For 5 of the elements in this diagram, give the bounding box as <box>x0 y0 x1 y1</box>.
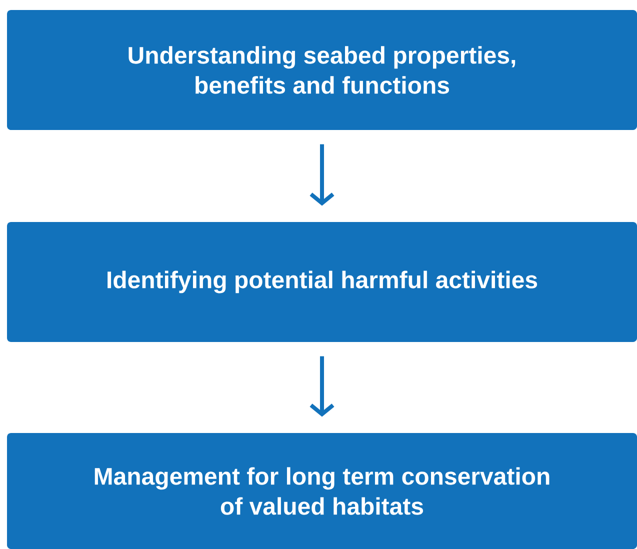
arrow <box>310 144 334 206</box>
process-box: Understanding seabed properties, benefits and functions <box>7 10 637 130</box>
process-box: Management for long term conservation of valued habitats <box>7 433 637 549</box>
process-box: Identifying potential harmful activities <box>7 222 637 342</box>
arrow <box>310 356 334 417</box>
